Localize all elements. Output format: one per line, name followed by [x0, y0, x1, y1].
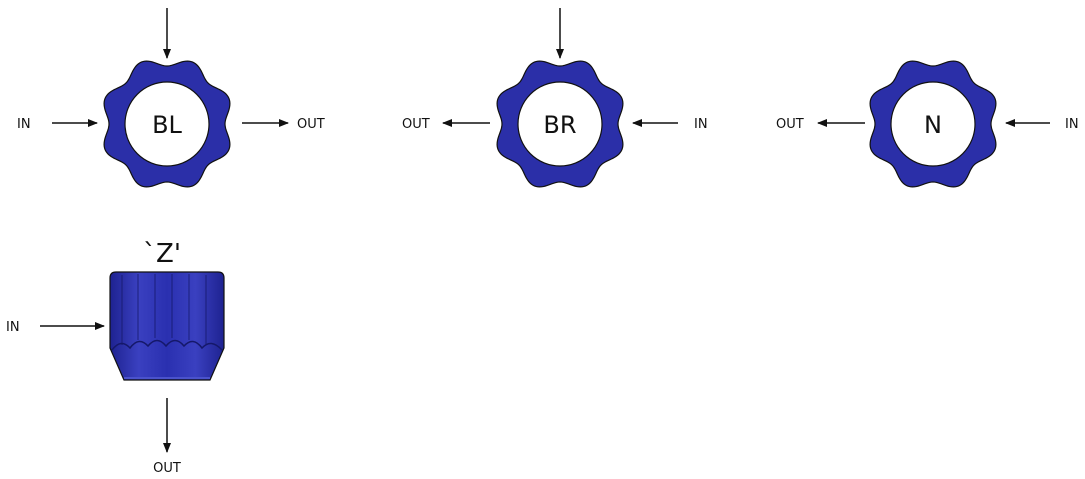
- side-view-cap-body: [109, 271, 225, 381]
- knob-n-center-hole: [890, 81, 976, 167]
- knob-bl-in-label: IN: [17, 117, 31, 132]
- knob-bl-group: BL IN OUT: [17, 8, 325, 188]
- side-view-in-label: IN: [6, 320, 20, 335]
- knob-bl-center-label: BL: [152, 111, 182, 139]
- knob-n-group: N OUT IN: [776, 60, 1079, 188]
- knob-br-center-label: BR: [543, 111, 576, 139]
- knob-bl-out-label: OUT: [297, 117, 325, 132]
- knob-n-in-label: IN: [1065, 117, 1079, 132]
- side-view-cap-scallops: [111, 339, 223, 351]
- knob-br-group: BR OUT IN: [402, 8, 708, 188]
- knob-br-out-label: OUT: [402, 117, 430, 132]
- knob-br-in-label: IN: [694, 117, 708, 132]
- side-view-out-label: OUT: [153, 461, 181, 476]
- knob-n-center-label: N: [924, 111, 942, 139]
- knob-n-out-label: OUT: [776, 117, 804, 132]
- side-view-cap-ribs: [121, 274, 207, 345]
- knob-br-center-hole: [517, 81, 603, 167]
- knob-bl-center-hole: [124, 81, 210, 167]
- side-view-z-group: `Z' IN OUT: [6, 239, 225, 476]
- side-view-title: `Z': [143, 239, 181, 269]
